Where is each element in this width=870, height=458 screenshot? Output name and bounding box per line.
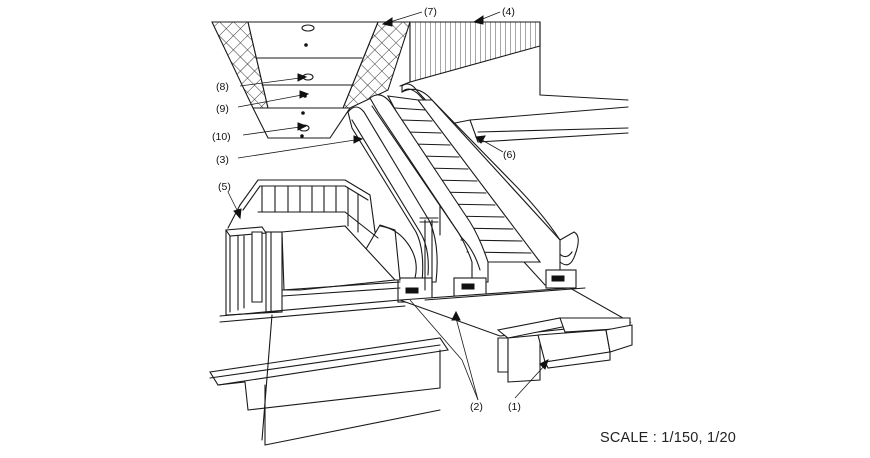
newel-post — [265, 231, 283, 313]
landing-step-blocks — [496, 317, 633, 383]
callout-4: (4) — [502, 6, 515, 18]
callout-labels: (7) (4) (8) (9) (10) (3) (5) (6) (2) (1) — [212, 6, 521, 413]
scale-note: SCALE : 1/150, 1/20 — [600, 430, 736, 446]
callout-6: (6) — [503, 149, 516, 161]
callout-3: (3) — [216, 154, 229, 166]
ceiling — [211, 21, 411, 139]
callout-2: (2) — [470, 401, 483, 413]
callout-8: (8) — [216, 81, 229, 93]
escalator-steps — [387, 95, 542, 263]
railing-balusters — [261, 185, 359, 233]
ceiling-light-1 — [301, 24, 315, 32]
balustrade-middle — [369, 94, 489, 283]
callout-1: (1) — [508, 401, 521, 413]
callout-10: (10) — [212, 131, 231, 143]
escalator — [347, 83, 579, 303]
railing — [225, 179, 379, 316]
leader-lines — [227, 11, 549, 401]
callout-9: (9) — [216, 103, 229, 115]
wall-hatch — [409, 21, 541, 83]
floor — [209, 225, 633, 446]
floor-opening — [281, 225, 397, 291]
callout-7: (7) — [424, 6, 437, 18]
upper-wall — [399, 21, 629, 143]
callout-5: (5) — [218, 181, 231, 193]
